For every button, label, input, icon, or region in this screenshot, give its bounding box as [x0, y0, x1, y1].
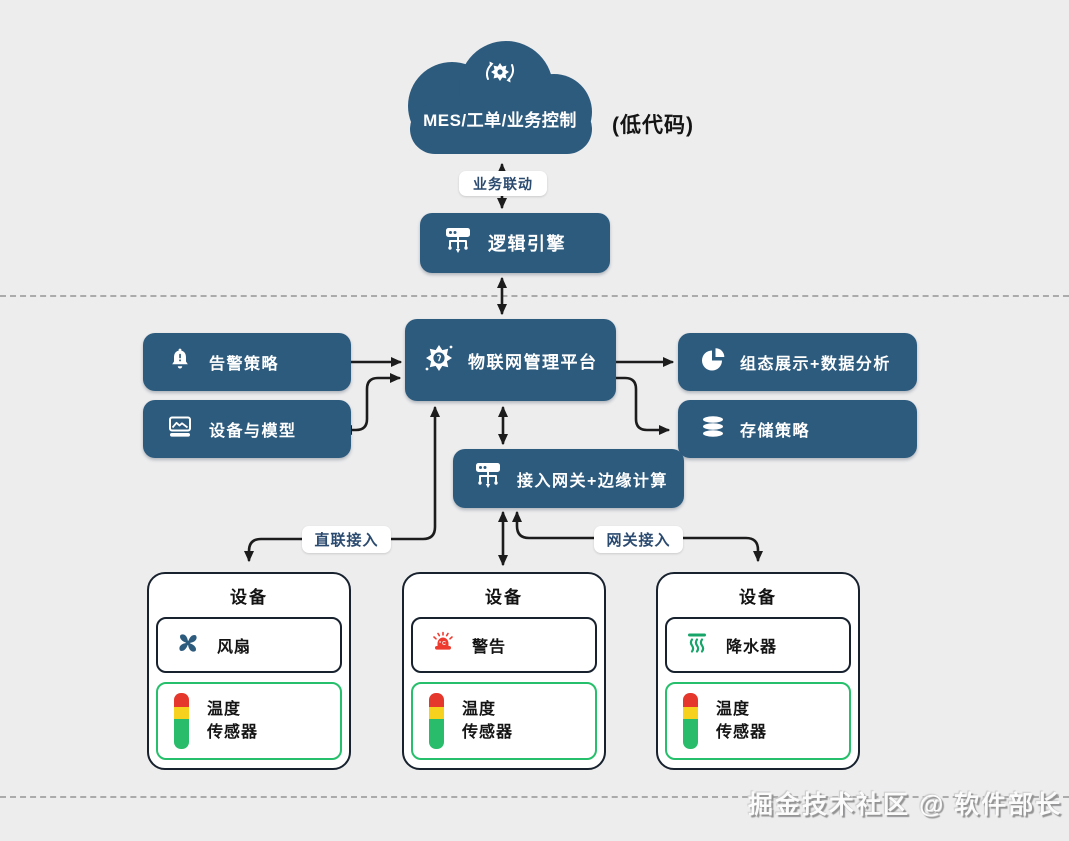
level-bar-icon	[683, 693, 698, 749]
actuator-label: 警告	[472, 639, 507, 656]
node-label: 接入网关+边缘计算	[517, 472, 668, 490]
device-card-title: 设备	[485, 588, 523, 607]
sensor-label: 温度 传感器	[716, 700, 768, 741]
node-display-analysis: 组态展示+数据分析	[678, 333, 917, 391]
node-logic-engine: 逻辑引擎	[420, 213, 610, 273]
siren-icon: °C	[429, 629, 457, 662]
device-card-fan: 设备 风扇 温度 传感器	[147, 572, 351, 770]
pie-chart-icon	[700, 347, 726, 378]
device-card-title: 设备	[739, 588, 777, 607]
device-model-icon	[167, 414, 193, 445]
node-label: 告警策略	[209, 356, 280, 373]
device-card-title: 设备	[230, 588, 268, 607]
device-card-sprinkler: 设备 降水器 温度 传感器	[656, 572, 860, 770]
node-access-gateway: 接入网关+边缘计算	[453, 449, 684, 508]
watermark-text: 掘金技术社区 @ 软件部长	[748, 791, 1063, 819]
low-code-note: (低代码)	[612, 114, 694, 137]
node-label: 逻辑引擎	[488, 234, 566, 254]
cloud-mes-node: MES/工单/业务控制	[400, 40, 600, 154]
node-label: 组态展示+数据分析	[740, 356, 891, 373]
alarm-bell-icon	[167, 347, 193, 378]
level-bar-icon	[429, 693, 444, 749]
gateway-access-label: 网关接入	[594, 526, 683, 553]
sensor-label: 温度 传感器	[462, 700, 514, 741]
database-icon	[700, 414, 726, 445]
hub-icon	[473, 461, 503, 496]
sensor-unit: 温度 传感器	[411, 682, 597, 760]
actuator-unit: 降水器	[665, 617, 851, 673]
iot-gear-icon	[422, 341, 456, 380]
cloud-shape	[408, 41, 592, 154]
gear-sync-icon	[480, 54, 520, 97]
direct-access-label: 直联接入	[302, 526, 391, 553]
sensor-unit: 温度 传感器	[156, 682, 342, 760]
sensor-label: 温度 传感器	[207, 700, 259, 741]
actuator-unit: °C 警告	[411, 617, 597, 673]
node-label: 存储策略	[740, 423, 811, 440]
node-label: 设备与模型	[209, 423, 297, 440]
node-storage-policy: 存储策略	[678, 400, 917, 458]
sensor-unit: 温度 传感器	[665, 682, 851, 760]
node-iot-platform: 物联网管理平台	[405, 319, 616, 401]
sprinkler-icon	[683, 629, 711, 662]
actuator-label: 降水器	[726, 639, 778, 656]
level-bar-icon	[174, 693, 189, 749]
svg-text:°C: °C	[439, 641, 447, 647]
hub-icon	[443, 226, 473, 261]
bottom-dashed-divider	[0, 796, 1069, 798]
business-link-label: 业务联动	[459, 171, 547, 196]
node-device-model: 设备与模型	[143, 400, 351, 458]
fan-icon	[174, 629, 202, 662]
actuator-unit: 风扇	[156, 617, 342, 673]
device-card-alarm: 设备 °C 警告 温度 传感器	[402, 572, 606, 770]
actuator-label: 风扇	[217, 639, 252, 656]
cloud-label: MES/工单/业务控制	[423, 111, 577, 130]
top-dashed-divider	[0, 295, 1069, 297]
node-label: 物联网管理平台	[468, 352, 598, 372]
node-alarm-policy: 告警策略	[143, 333, 351, 391]
